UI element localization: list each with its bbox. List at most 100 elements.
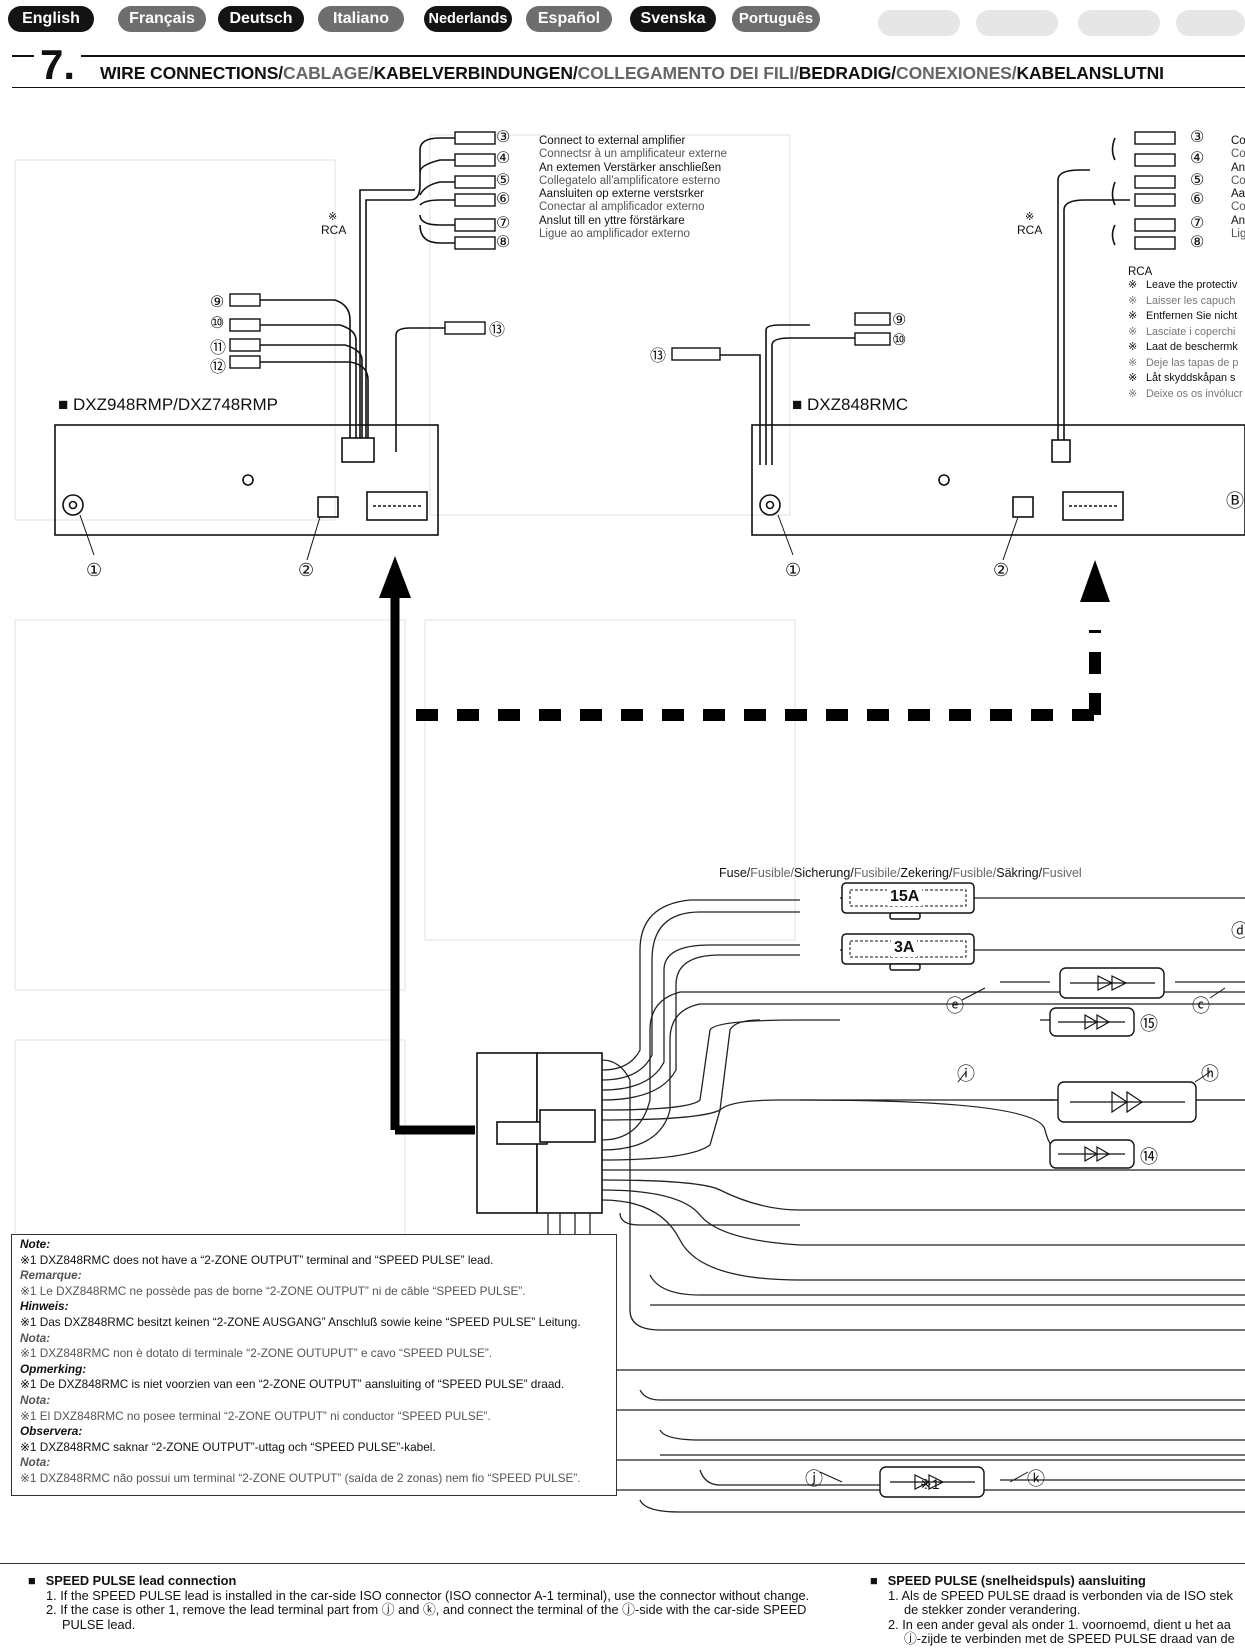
tab-svenska[interactable]: Svenska <box>630 6 716 32</box>
marker-7-right: ⑦ <box>1190 215 1205 232</box>
rca-note-text: Entfernen Sie nicht <box>1146 310 1238 322</box>
asterisk-icon: ※ <box>1128 356 1138 369</box>
section-rule-top <box>12 55 1245 57</box>
amp-label-right: Co <box>1231 148 1245 161</box>
speed-pulse-item: 1. Als de SPEED PULSE draad is verbonden… <box>888 1587 1233 1617</box>
marker-15: ⑮ <box>1140 1014 1158 1034</box>
rca-mark-right: ※ <box>1025 211 1035 223</box>
marker-7-left: ⑦ <box>496 215 511 232</box>
tab-english[interactable]: English <box>8 6 94 32</box>
rca-note-line: ※Laat de beschermk <box>1128 340 1243 356</box>
note-text: ※1 DXZ848RMC non è dotato di terminale “… <box>20 1346 493 1361</box>
tab-espanol[interactable]: Español <box>526 6 612 32</box>
rca-note-text: Laisser les capuch <box>1146 294 1236 307</box>
ghost-tab-1 <box>878 10 960 36</box>
amp-label-en: Connect to external amplifier <box>539 135 686 147</box>
title-part: CONEXIONES/ <box>896 63 1017 83</box>
rca-note-text: Laat de beschermk <box>1146 341 1238 353</box>
amp-label-right: Aa <box>1231 188 1245 201</box>
marker-d: ⓓ <box>1231 921 1245 941</box>
speed-pulse-item: 2. If the case is other 1, remove the le… <box>46 1602 807 1632</box>
marker-5-left: ⑤ <box>496 172 511 189</box>
rca-note-line: ※ Laisser les capuch <box>1128 294 1243 310</box>
rca-note-heading: RCA <box>1128 266 1153 278</box>
amp-label-right: Co <box>1231 135 1245 147</box>
asterisk-icon: ※ <box>1128 387 1138 400</box>
note-heading: Note: <box>20 1237 51 1251</box>
marker-c: ⓒ <box>1192 996 1210 1016</box>
amp-label-right: Co <box>1231 174 1245 187</box>
marker-1-left: ① <box>86 560 103 580</box>
amp-label-it: Collegatelo all'amplificatore esterno <box>539 174 721 187</box>
ghost-tab-4 <box>1176 10 1245 36</box>
rca-label-left: RCA <box>321 223 347 237</box>
note-heading: Hinweis: <box>20 1299 69 1314</box>
amp-label-pt: Ligue ao amplificador externo <box>539 228 690 241</box>
tab-francais[interactable]: Français <box>118 6 206 32</box>
marker-8-right: ⑧ <box>1190 234 1205 251</box>
rca-mark-left: ※ <box>328 211 338 223</box>
title-part: WIRE CONNECTIONS/ <box>100 63 284 83</box>
asterisk-icon: ※ <box>1128 310 1138 322</box>
model-right-heading: ■ DXZ848RMC <box>792 395 908 415</box>
marker-2-left: ② <box>298 560 315 580</box>
square-bullet-icon: ■ <box>58 395 69 414</box>
fuse-3a-label: 3A <box>891 939 918 957</box>
fuse-title-part: Sicherung/ <box>794 866 854 880</box>
fuse-title-part: Zekering/ <box>900 866 953 880</box>
marker-6-left: ⑥ <box>496 191 511 208</box>
rca-note-line: ※ Leave the protectiv <box>1128 278 1243 294</box>
amp-label-sv: Anslut till en yttre förstärkare <box>539 214 685 227</box>
harness-connector <box>476 1052 603 1214</box>
tab-portugues[interactable]: Português <box>732 6 820 32</box>
title-part: CABLAGE/ <box>283 63 374 83</box>
rca-note-text: Leave the protectiv <box>1146 279 1238 291</box>
marker-5-right: ⑤ <box>1190 172 1205 189</box>
fuse-title-part: Fusibile/ <box>853 866 901 880</box>
tab-nederlands[interactable]: Nederlands <box>424 6 512 32</box>
asterisk-icon: ※ <box>1128 279 1138 291</box>
rca-cap-note: RCA ※ Leave the protectiv ※ Laisser les ca… <box>1128 266 1243 402</box>
marker-star1: ※1 <box>920 1476 940 1492</box>
asterisk-icon: ※ <box>1128 325 1138 338</box>
amp-label-right: An <box>1231 161 1245 174</box>
marker-3-right: ③ <box>1190 129 1205 146</box>
left-rca-connectors <box>229 131 496 369</box>
left-head-unit-drawing <box>54 137 455 536</box>
rca-note-text: Deixe os os invólucr <box>1146 387 1243 400</box>
marker-3-left: ③ <box>496 129 511 146</box>
amp-label-es: Conectar al amplificador externo <box>539 201 705 214</box>
marker-12-left: ⑫ <box>210 359 227 376</box>
marker-10-left: ⑩ <box>210 315 225 332</box>
amp-label-fr: Connectsr à un amplificateur externe <box>539 148 727 161</box>
tab-deutsch[interactable]: Deutsch <box>218 6 304 32</box>
fuse-title-part: Fusible/ <box>952 866 997 880</box>
asterisk-icon: ※ <box>1128 294 1138 307</box>
amp-label-right: An <box>1231 214 1245 227</box>
ghost-tab-2 <box>976 10 1058 36</box>
inline-connector-details <box>890 975 1185 1490</box>
marker-11-left: ⑪ <box>210 340 227 357</box>
fuse-title-part: Fusible/ <box>750 866 795 880</box>
note-heading: Opmerking: <box>20 1361 87 1376</box>
marker-8-left: ⑧ <box>496 234 511 251</box>
speed-pulse-item: 2. In een ander geval als onder 1. voorn… <box>888 1616 1235 1646</box>
harness-wires <box>547 897 1245 1513</box>
title-part: KABELVERBINDUNGEN/ <box>373 63 578 83</box>
amp-label-de: An extemen Verstärker anschließen <box>539 161 722 174</box>
marker-i: ⓘ <box>957 1064 975 1084</box>
amplifier-labels: Connect to external amplifier Connectsr … <box>539 135 727 241</box>
inline-connectors <box>879 967 1197 1498</box>
rca-note-line: ※Lasciate i coperchi <box>1128 325 1243 341</box>
marker-e: ⓔ <box>946 996 964 1016</box>
title-part: COLLEGAMENTO DEI FILI/ <box>577 63 799 83</box>
tab-italiano[interactable]: Italiano <box>318 6 404 32</box>
note-text: ※1 DXZ848RMC não possui um terminal “2-Z… <box>20 1470 581 1485</box>
marker-2-right: ② <box>993 560 1010 580</box>
marker-1-right: ① <box>785 560 802 580</box>
marker-4-right: ④ <box>1190 150 1205 167</box>
marker-k: ⓚ <box>1027 1469 1045 1489</box>
marker-13-right: ⑬ <box>650 348 667 365</box>
note-heading: Observera: <box>20 1424 83 1439</box>
rca-label-right: RCA <box>1017 223 1043 237</box>
